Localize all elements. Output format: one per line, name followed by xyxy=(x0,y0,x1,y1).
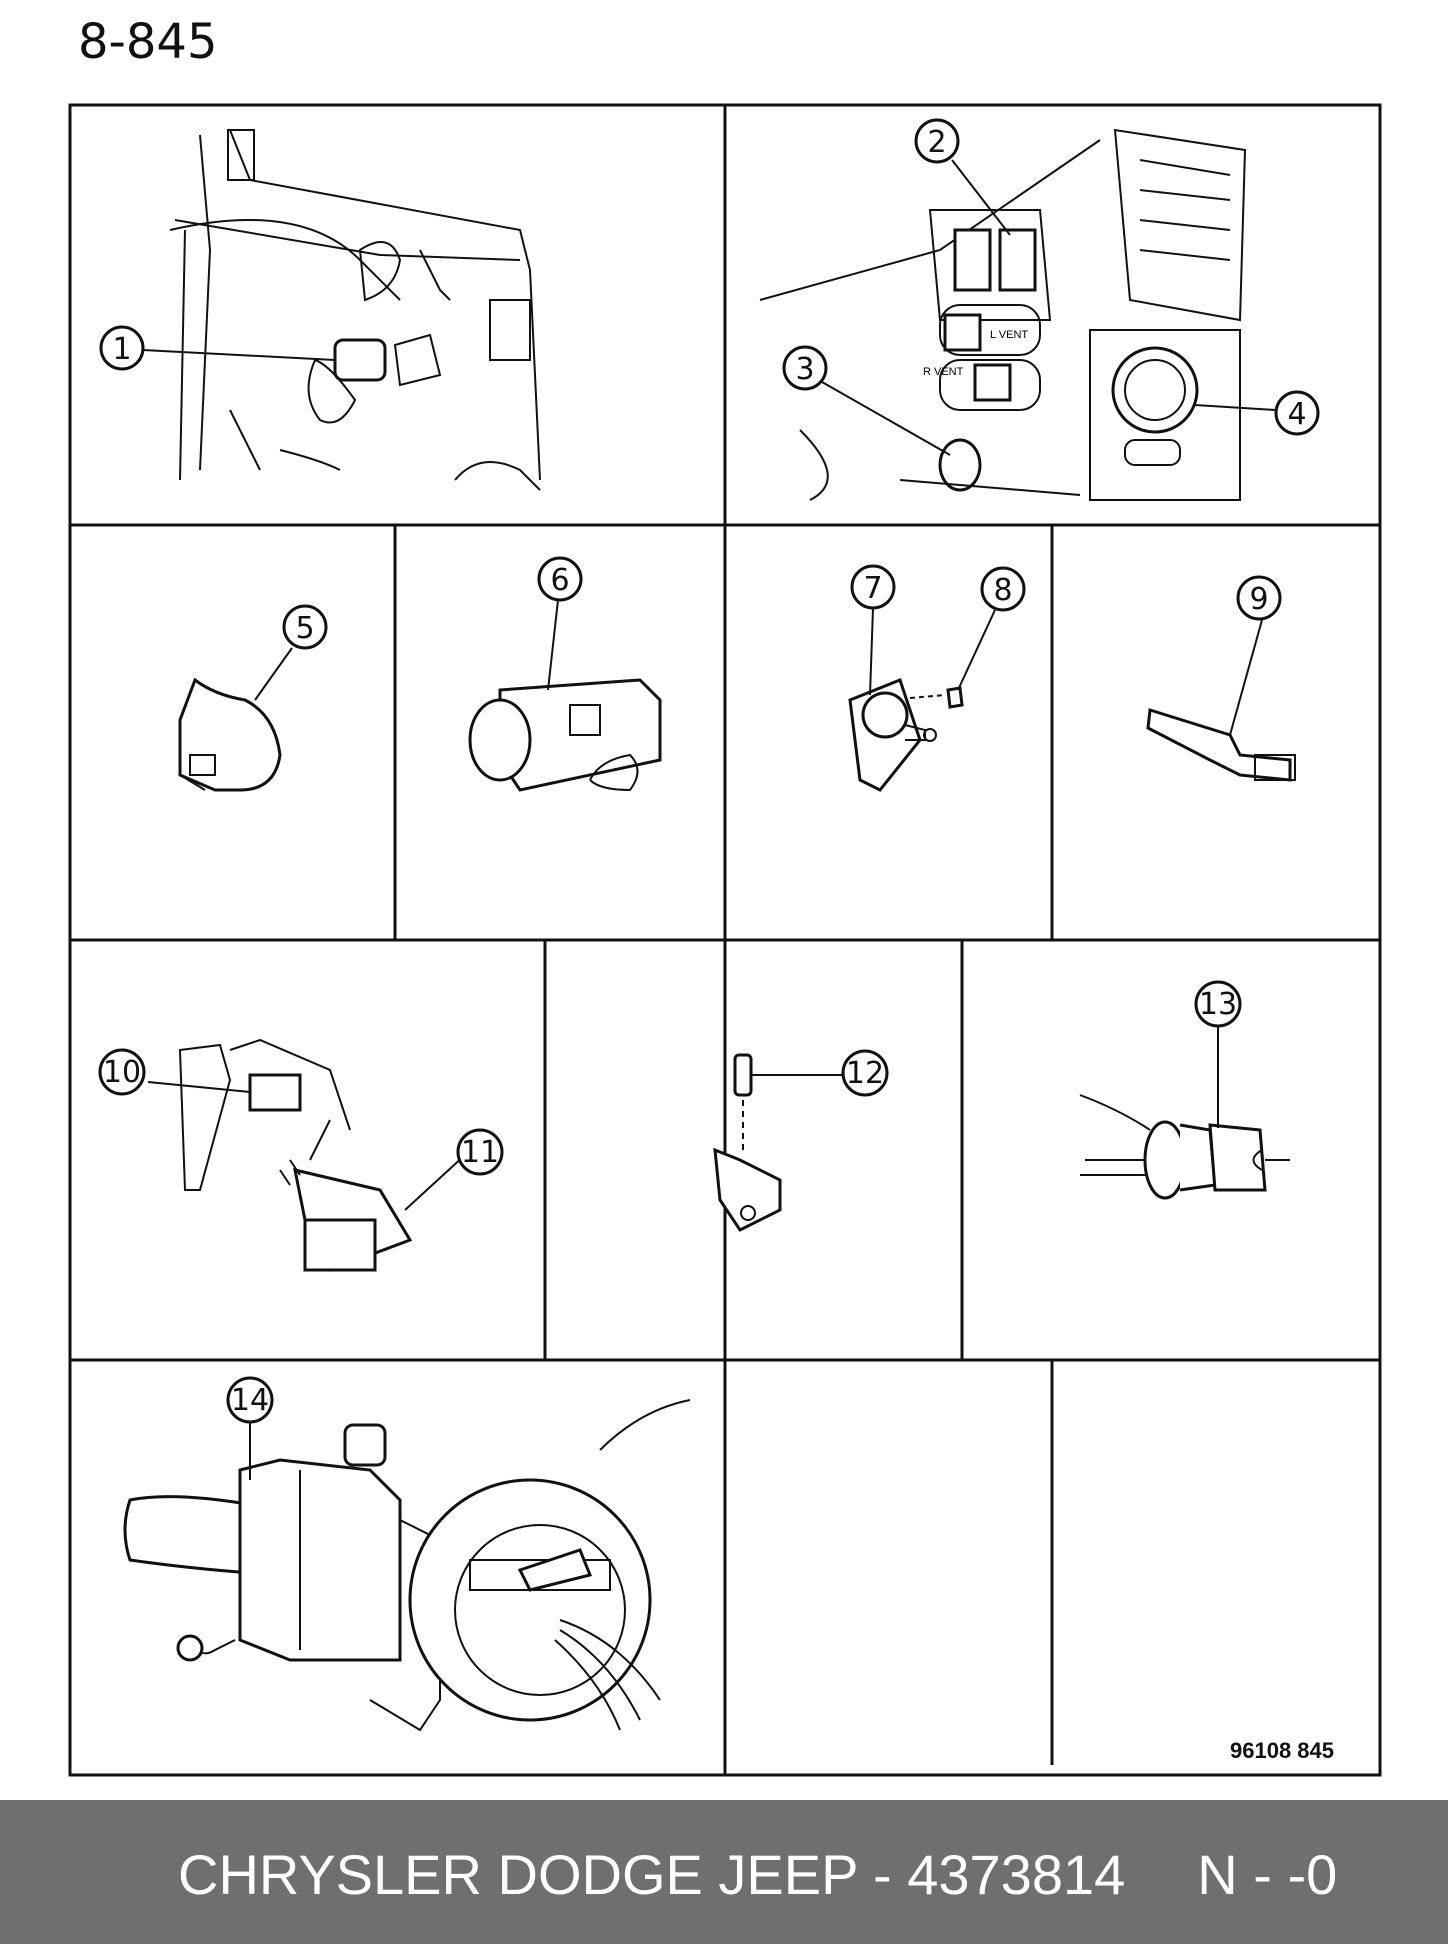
grid-lines xyxy=(68,103,1382,1777)
svg-text:6: 6 xyxy=(550,563,569,598)
callout-9: 9 xyxy=(1236,575,1282,621)
svg-text:9: 9 xyxy=(1249,582,1268,617)
svg-text:10: 10 xyxy=(103,1055,141,1090)
svg-text:5: 5 xyxy=(295,611,314,646)
illustration-part-9 xyxy=(1146,708,1296,782)
illustration-part-12 xyxy=(713,1053,782,1232)
svg-text:11: 11 xyxy=(461,1135,499,1170)
callout-8: 8 xyxy=(980,566,1026,612)
label-r-vent: R VENT xyxy=(923,366,964,378)
callout-13: 13 xyxy=(1194,980,1242,1028)
leader-lines xyxy=(142,159,1276,1480)
svg-text:13: 13 xyxy=(1199,987,1237,1022)
svg-text:7: 7 xyxy=(863,571,882,606)
svg-text:3: 3 xyxy=(795,352,814,387)
illustration-part-13 xyxy=(1079,1094,1290,1200)
illustration-door-panel xyxy=(169,129,541,491)
svg-text:8: 8 xyxy=(993,573,1012,608)
callout-14: 14 xyxy=(226,1376,274,1424)
footer-part-number: 4373814 xyxy=(907,1843,1126,1906)
footer-separator: - xyxy=(857,1843,908,1906)
callout-2: 2 xyxy=(914,118,960,164)
svg-text:2: 2 xyxy=(927,125,946,160)
callout-4: 4 xyxy=(1274,390,1320,436)
illustration-part-7-8 xyxy=(848,678,964,792)
label-l-vent: L VENT xyxy=(990,329,1028,341)
callout-12: 12 xyxy=(841,1049,889,1097)
page-number: 8-845 xyxy=(78,14,218,70)
illustration-part-5 xyxy=(178,677,282,792)
callout-7: 7 xyxy=(850,564,896,610)
parts-diagram: L VENT R VENT xyxy=(68,103,1382,1777)
illustration-part-10-11 xyxy=(178,1038,413,1272)
callout-1: 1 xyxy=(99,325,145,371)
callout-5: 5 xyxy=(282,604,328,650)
callout-6: 6 xyxy=(537,556,583,602)
illustration-part-6 xyxy=(468,678,662,792)
svg-text:1: 1 xyxy=(112,332,131,367)
svg-text:4: 4 xyxy=(1287,397,1306,432)
footer-text: CHRYSLER DODGE JEEP - 4373814 N - -0 xyxy=(178,1842,1337,1907)
callout-3: 3 xyxy=(782,345,828,391)
svg-text:14: 14 xyxy=(231,1383,269,1418)
callout-10: 10 xyxy=(98,1048,146,1096)
svg-text:12: 12 xyxy=(846,1056,884,1091)
figure-code: 96108 845 xyxy=(1230,1738,1334,1763)
footer-suffix: N - -0 xyxy=(1197,1843,1338,1906)
illustration-part-14 xyxy=(123,1399,691,1732)
footer-banner: CHRYSLER DODGE JEEP - 4373814 N - -0 xyxy=(0,1800,1448,1944)
callout-11: 11 xyxy=(456,1128,504,1176)
illustration-dash-switches: L VENT R VENT xyxy=(759,128,1247,501)
footer-brand: CHRYSLER DODGE JEEP xyxy=(178,1843,858,1906)
